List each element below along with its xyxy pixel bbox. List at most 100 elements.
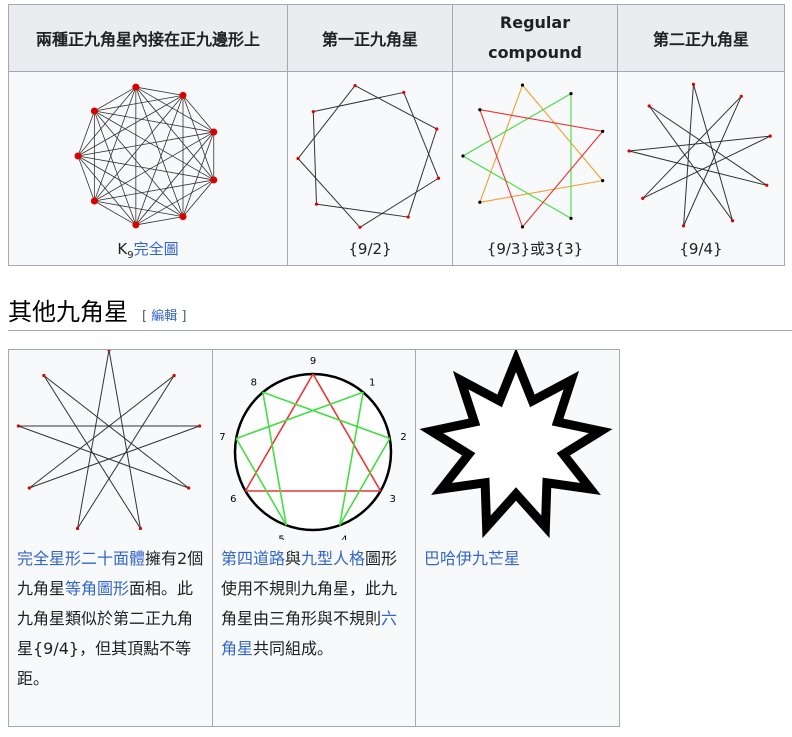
desc-icosahedron: 完全星形二十面體擁有2個九角星等角圖形面相。此九角星類似於第二正九角星{9/4}… (9, 544, 212, 694)
enneagram-number: 5 (278, 534, 284, 540)
edge-line (642, 95, 742, 199)
edge-line (29, 425, 200, 489)
edge-line (642, 135, 771, 199)
edge-line (77, 349, 110, 529)
edge-line (297, 85, 356, 159)
edge-line (94, 110, 137, 226)
edge-line (135, 86, 214, 133)
edge-line (135, 131, 215, 226)
hexad-line (262, 392, 288, 526)
fourth-way-link[interactable]: 第四道路 (221, 549, 286, 568)
enneagram-number: 6 (230, 494, 236, 505)
edge-line (683, 96, 742, 227)
edge-line (648, 105, 768, 186)
edit-section: [ 編輯 ] (142, 309, 186, 324)
edge-line (94, 131, 214, 202)
nine-point-star-outline (419, 347, 613, 539)
edge-line (135, 216, 184, 226)
caption-k9: K9完全圖 (9, 240, 287, 265)
vertex-dot (75, 526, 80, 531)
complete-stellated-icosahedron-link[interactable]: 完全星形二十面體 (17, 549, 146, 568)
hexad-line (262, 391, 391, 440)
vertex-dot (210, 176, 218, 184)
edge-line (648, 105, 733, 222)
vertex-dot (210, 128, 218, 136)
edge-line (135, 95, 184, 226)
vertex-dot (478, 200, 482, 204)
edge-line (43, 375, 189, 489)
caption-9-2: {9/2} (348, 240, 392, 258)
cell-93: {9/3}或3{3} (452, 71, 618, 266)
edge-line (94, 95, 184, 202)
vertex-dot (402, 90, 406, 95)
hexad-line (338, 392, 364, 526)
edge-line (94, 110, 214, 133)
edge-line (94, 179, 214, 202)
vertex-dot (179, 213, 187, 221)
edge-line (354, 85, 437, 130)
edge-line (312, 111, 317, 205)
enneagram-personality-link[interactable]: 九型人格 (301, 549, 366, 568)
edge-line (77, 86, 137, 157)
vertex-dot (132, 221, 140, 229)
header-cell-4: 第二正九角星 (617, 4, 785, 72)
vertex-dot (358, 225, 362, 229)
k9-letter: K (117, 240, 128, 258)
enneagram-number: 1 (369, 378, 375, 389)
enneagram-number: 2 (400, 432, 406, 443)
edge-line (403, 92, 439, 179)
enneagram-9-2-figure (296, 83, 441, 229)
vertex-dot (435, 127, 439, 131)
vertex-dot (16, 424, 20, 428)
hexagram-link[interactable]: 六角星 (221, 609, 398, 658)
vertex-dot (42, 373, 46, 378)
complete-graph-link[interactable]: 完全圖 (133, 240, 179, 258)
edge-line (135, 86, 215, 181)
edge-line (94, 110, 184, 217)
isogonal-figure-link[interactable]: 等角圖形 (65, 579, 130, 598)
vertex-dot (296, 156, 300, 161)
k9-complete-graph-figure (74, 83, 218, 229)
bahai-nine-star-link[interactable]: 巴哈伊九芒星 (424, 549, 521, 568)
edge-line (479, 180, 603, 203)
vertex-dot (768, 134, 772, 138)
section-heading: 其他九角星 [ 編輯 ] (8, 292, 186, 327)
edge-line (43, 375, 141, 529)
vertex-dot (520, 225, 525, 229)
desc-personality: 第四道路與九型人格圖形使用不規則九角星，此九角星由三角形與不規則六角星共同組成。 (213, 544, 415, 664)
edit-link[interactable]: 編輯 (151, 309, 178, 324)
edge-line (77, 95, 184, 157)
edge-line (522, 131, 604, 228)
enneagram-number: 7 (219, 432, 225, 443)
edge-line (77, 110, 95, 157)
edge-line (692, 84, 734, 221)
edge-line (94, 200, 137, 226)
vertex-dot (187, 486, 191, 490)
edge-line (94, 86, 137, 112)
header-cell-1: 兩種正九角星內接在正九邊形上 (8, 4, 288, 72)
edge-line (313, 91, 404, 113)
edit-bracket-open: [ (142, 309, 148, 324)
caption-9-3-b: 3{3} (545, 240, 584, 258)
caption-9-3-a: {9/3} (486, 240, 531, 258)
edge-line (629, 135, 771, 152)
caption-9-3-or: 或 (530, 240, 546, 258)
star-table: 兩種正九角星內接在正九邊形上 第一正九角星 Regular compound 第… (8, 4, 785, 266)
edge-line (135, 86, 184, 96)
edge-line (683, 84, 694, 226)
edge-line (182, 95, 215, 181)
edge-line (18, 425, 189, 489)
edge-line (77, 155, 137, 226)
vertex-dot (27, 486, 31, 490)
desc2-text1: 與 (285, 549, 302, 568)
section-title: 其他九角星 (8, 298, 128, 326)
vertex-dot (172, 373, 176, 378)
desc1-text2: 面相。此九角星類似於第二正九角星{9/4}，但其頂點不等距。 (17, 579, 194, 688)
header-cell-3: Regular compound (452, 4, 618, 72)
vertex-dot (520, 83, 525, 87)
vertex-dot (353, 83, 357, 88)
edge-line (94, 110, 214, 181)
vertex-dot (730, 219, 735, 223)
